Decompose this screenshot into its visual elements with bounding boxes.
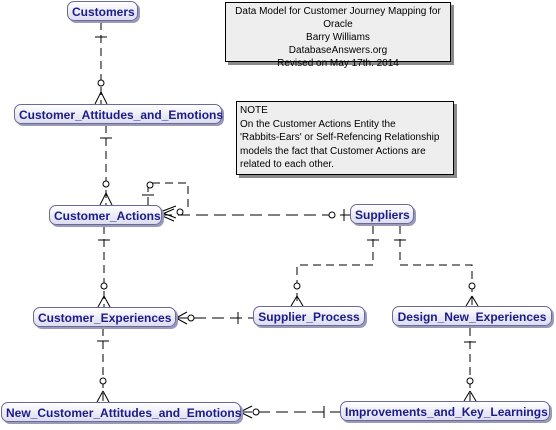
rel-design-improvements: [463, 328, 477, 402]
entity-supplier-process[interactable]: Supplier_Process: [253, 306, 365, 326]
rel-attitudes-actions: [99, 125, 113, 206]
note-line-3: models the fact that Customer Actions ar…: [240, 145, 426, 157]
note-line-2: 'Rabbits-Ears' or Self-Refencing Relatio…: [240, 132, 440, 143]
entity-customers[interactable]: Customers: [67, 1, 138, 21]
rel-suppliers-design: [394, 226, 479, 307]
rel-actions-suppliers: [159, 208, 350, 222]
title-line-2: Barry Williams: [306, 32, 370, 43]
title-line-4: Revised on May 17th. 2014: [277, 58, 399, 69]
note-box: NOTE On the Customer Actions Entity the …: [236, 101, 454, 175]
entity-customer-experiences[interactable]: Customer_Experiences: [33, 307, 176, 327]
title-line-3: DatabaseAnswers.org: [288, 45, 388, 56]
rel-experiences-process: [175, 311, 253, 325]
rel-actions-experiences: [97, 226, 111, 308]
note-line-4: related to each other.: [240, 159, 334, 170]
note-line-1: On the Customer Actions Entity the: [240, 118, 396, 130]
entity-improvements-and-key-learnings[interactable]: Improvements_and_Key_Learnings: [340, 401, 550, 421]
rel-experiences-newattitudes: [96, 328, 110, 403]
rel-actions-self: [142, 181, 189, 219]
entity-customer-attitudes-and-emotions[interactable]: Customer_Attitudes_and_Emotions: [14, 104, 223, 124]
note-heading: NOTE: [240, 105, 268, 116]
entity-suppliers[interactable]: Suppliers: [350, 204, 414, 224]
rel-suppliers-process: [290, 226, 379, 307]
entity-design-new-experiences[interactable]: Design_New_Experiences: [392, 306, 552, 326]
title-line-1: Data Model for Customer Journey Mapping …: [235, 6, 441, 30]
entity-new-customer-attitudes-and-emotions[interactable]: New_Customer_Attitudes_and_Emotions: [1, 402, 241, 422]
title-block: Data Model for Customer Journey Mapping …: [225, 2, 451, 69]
entity-customer-actions[interactable]: Customer_Actions: [49, 205, 162, 225]
rel-newattitudes-improvements: [239, 405, 340, 419]
rel-customers-attitudes: [94, 22, 108, 105]
